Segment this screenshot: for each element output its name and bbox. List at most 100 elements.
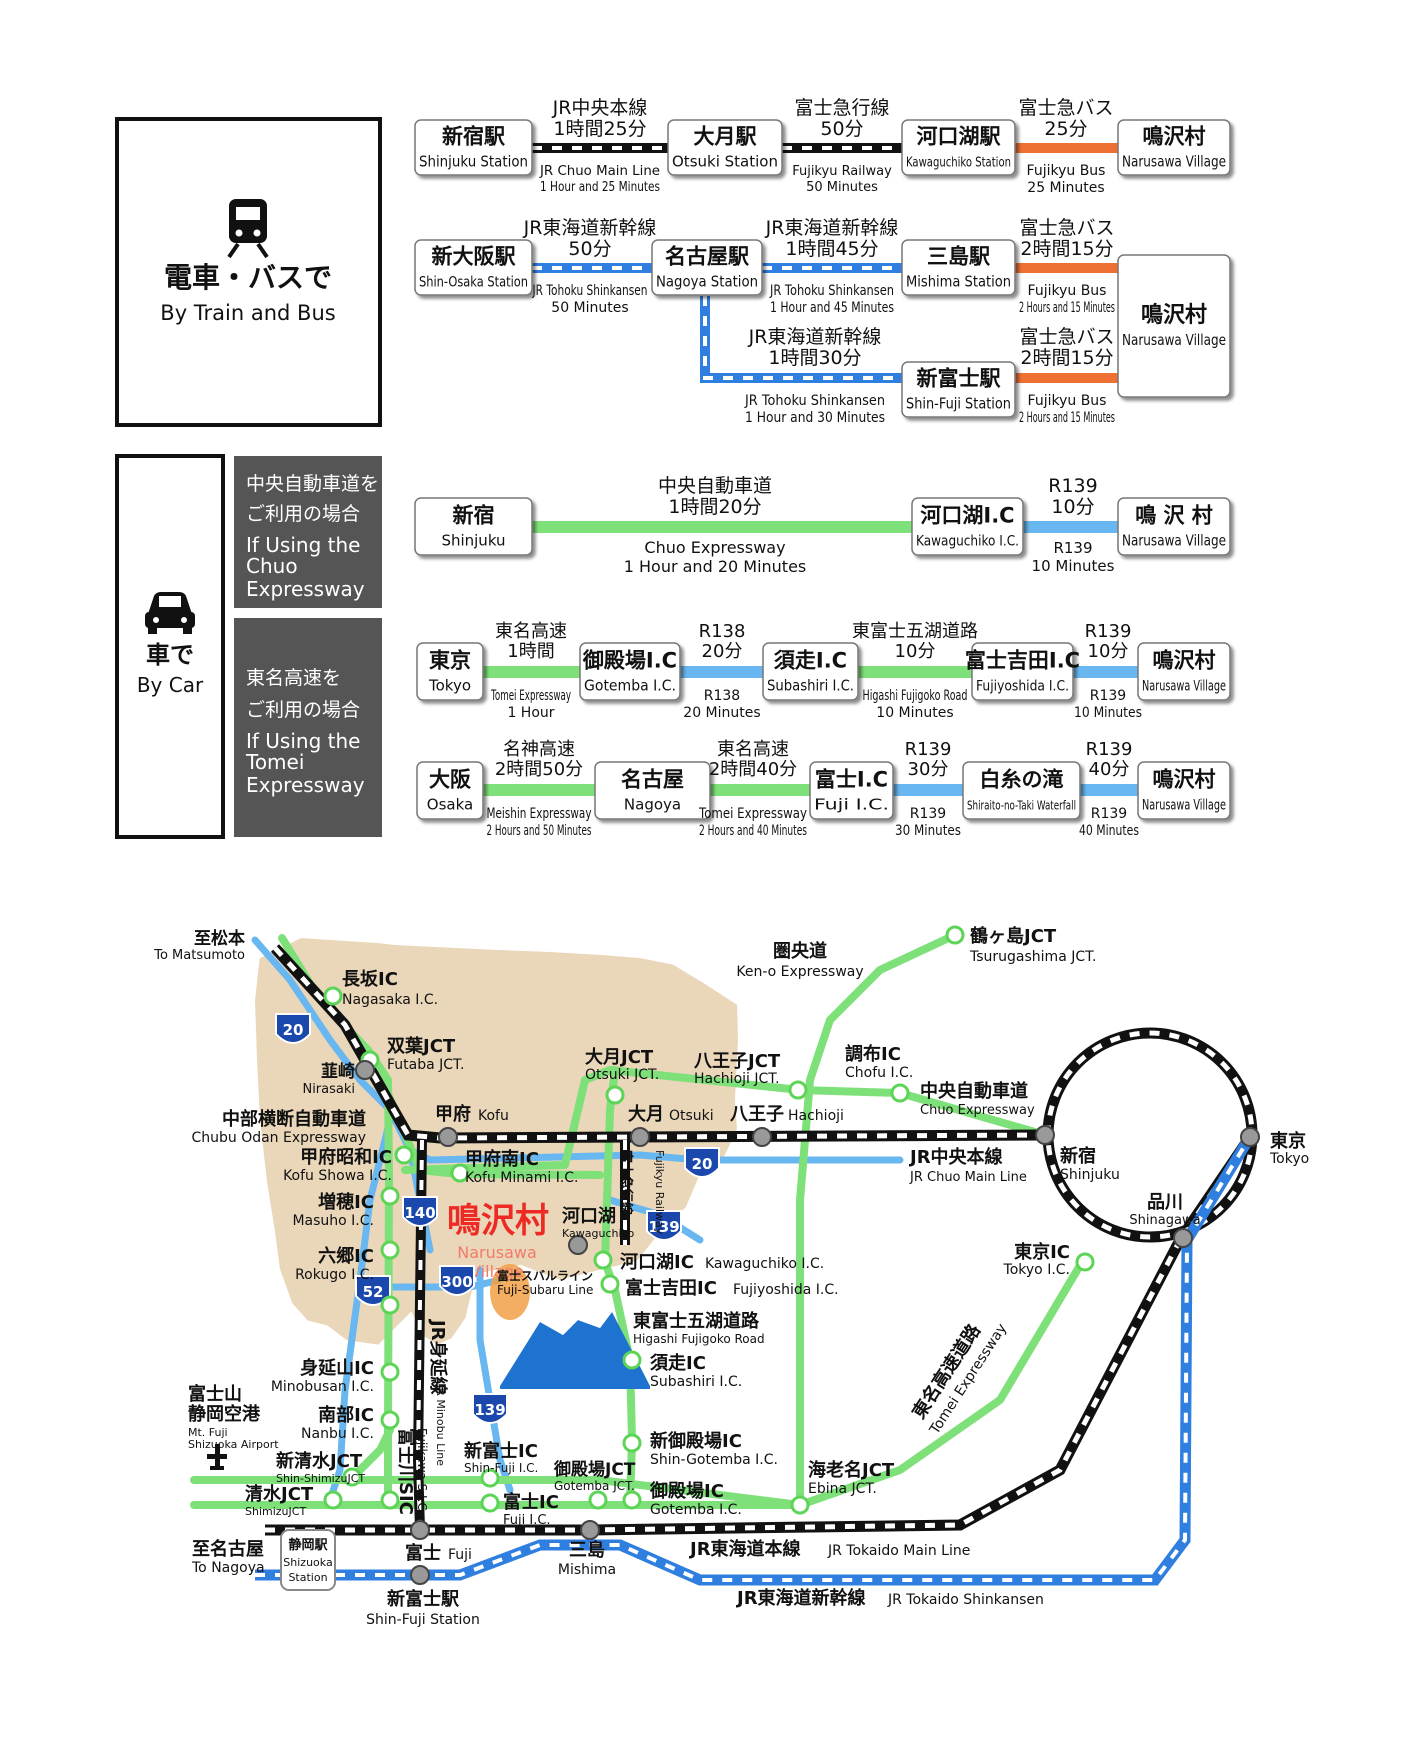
leg-line-name: JR東海道新幹線 (523, 217, 657, 239)
chuo-tag-jp2: ご利用の場合 (246, 503, 360, 525)
leg-duration: 50分 (568, 238, 611, 260)
place-label-en: JR Tokaido Main Line (827, 1543, 970, 1559)
place-label-en: Kofu (478, 1108, 509, 1124)
place-label-en: Fuji (448, 1547, 472, 1563)
station-node (410, 1565, 430, 1585)
chuo-tag-en3: Expressway (246, 577, 365, 601)
interchange-node (622, 1350, 642, 1370)
place-label-en: Fuji I.C. (503, 1513, 551, 1528)
leg-line-name: JR東海道新幹線 (748, 326, 882, 348)
place-label-jp: 東富士五湖道路 (633, 1310, 760, 1332)
place-label-en: Ken-o Expressway (736, 964, 863, 980)
place-label-en: Otsuki JCT. (585, 1067, 659, 1083)
tomei-tag-en3: Expressway (246, 773, 365, 797)
interchange-node (945, 925, 965, 945)
place-label-jp: 富士IC (503, 1491, 559, 1513)
station-node (355, 1060, 375, 1080)
place-label-en: Nagasaka I.C. (342, 992, 438, 1008)
route-badge-number: 140 (404, 1204, 435, 1222)
tomei-tag-jp1: 東名高速を (246, 667, 341, 689)
route-badge: 139 (472, 1393, 508, 1424)
station-box-frame (1117, 254, 1231, 398)
interchange-node (380, 1490, 400, 1510)
leg-line-name: 東名高速 (717, 739, 789, 760)
leg-duration-en: 30 Minutes (895, 823, 961, 839)
chuo-kawaguchiko-spur (601, 1066, 619, 1264)
leg-duration: 25分 (1044, 118, 1087, 140)
station-name-jp: 大阪 (429, 768, 472, 792)
interchange-node (380, 1362, 400, 1382)
interchange-node (480, 1493, 500, 1513)
station-name-en: Shiraito-no-Taki Waterfall (967, 799, 1076, 813)
leg-duration: 20分 (702, 641, 743, 662)
leg-duration: 2時間15分 (1020, 347, 1113, 369)
route-badge-shield (275, 1013, 311, 1044)
leg-line-name-en: Higashi Fujigoko Road (863, 688, 968, 704)
route-badge-number: 139 (648, 1218, 679, 1236)
route-badge-number: 139 (474, 1401, 505, 1419)
chubu-odan-expressway (364, 1046, 393, 1504)
station-name-jp: 名古屋 (621, 768, 684, 792)
place-label-jp: 富士吉田IC (625, 1277, 717, 1299)
tomei-tag-en2: Tomei (245, 750, 304, 774)
interchange-node (622, 1433, 642, 1453)
leg-duration-en: 1 Hour and 25 Minutes (540, 180, 660, 195)
leg-line-name-en: R139 (1053, 539, 1092, 557)
leg-duration: 10分 (1051, 496, 1094, 518)
station-name-en: Mishima Station (906, 273, 1011, 291)
place-label-jp: 甲府昭和IC (300, 1146, 392, 1168)
village-label-en2: Village (470, 1262, 524, 1281)
station-box-frame (911, 497, 1024, 556)
shinkansen-line-dash (703, 296, 902, 380)
leg-line-name: 東名高速 (495, 621, 567, 642)
place-label-jp: 御殿場JCT (553, 1459, 636, 1480)
station-name-en: Narusawa Village (1142, 798, 1226, 814)
place-label-en: To Nagoya (191, 1560, 265, 1576)
place-label-en: Chofu I.C. (845, 1065, 913, 1081)
station-node (410, 1520, 430, 1540)
leg-duration: 1時間25分 (553, 118, 646, 140)
station-box-frame (901, 361, 1016, 418)
place-label-jp: 八王子JCT (694, 1051, 781, 1072)
interchange-node (480, 1468, 500, 1488)
leg-line-name-en: Fujikyu Bus (1028, 393, 1107, 409)
leg-line-name-en: Fujikyu Bus (1027, 163, 1106, 179)
route-badge: 20 (275, 1013, 311, 1044)
station-name-jp: 白糸の滝 (980, 768, 1064, 792)
station-name-en: Shin-Fuji Station (906, 395, 1011, 413)
leg-line-name-en: R139 (1090, 688, 1126, 704)
leg-duration: 10分 (1088, 641, 1129, 662)
station-node (580, 1520, 600, 1540)
leg-duration: 2時間15分 (1020, 238, 1113, 260)
leg-line-name-en: Fujikyu Railway (792, 164, 892, 179)
place-label-jp: 甲府南IC (465, 1148, 539, 1170)
tomei-tag-jp2: ご利用の場合 (246, 699, 360, 721)
place-label-en: Futaba JCT. (387, 1057, 464, 1073)
station-name-en: Otsuki Station (672, 153, 778, 171)
leg-line-name: R139 (1048, 475, 1097, 497)
leg-line-name: 中央自動車道 (658, 475, 772, 497)
place-label-jp: 八王子 (730, 1104, 784, 1125)
station-name-en: Narusawa Village (1122, 153, 1226, 171)
place-label-jp: 六郷IC (318, 1245, 374, 1267)
leg-line-name: 富士急バス (1019, 217, 1114, 239)
interchange-node (1075, 1252, 1095, 1272)
interchange-node (342, 1467, 362, 1487)
station-name-en: Narusawa Village (1122, 532, 1226, 550)
station-name-jp: 新富士駅 (917, 367, 1002, 391)
station-name-en: Kawaguchiko I.C. (916, 534, 1019, 550)
station-box-frame (414, 119, 533, 176)
interchange-node (890, 1083, 910, 1103)
leg-duration: 30分 (908, 759, 949, 780)
place-label-en: Shin-Gotemba I.C. (650, 1452, 778, 1468)
leg-duration-en: 20 Minutes (683, 705, 760, 721)
place-label-jp: 中部横断自動車道 (222, 1108, 366, 1130)
leg-duration: 1時間30分 (768, 347, 861, 369)
place-label-en: Chubu Odan Expressway (191, 1130, 366, 1146)
place-label-en: Shin-ShimizuJCT (276, 1472, 365, 1485)
